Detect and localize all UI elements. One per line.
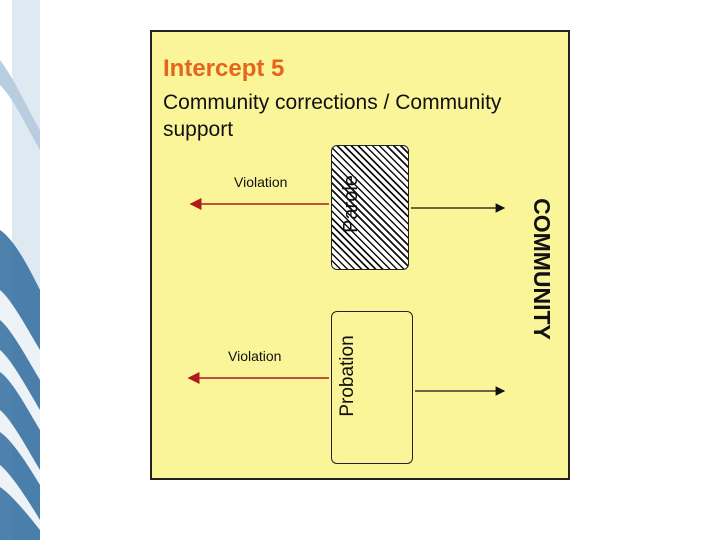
probation-box	[331, 311, 413, 464]
community-label: COMMUNITY	[529, 198, 555, 340]
slide-subtitle: Community corrections / Community suppor…	[163, 91, 502, 141]
probation-label: Probation	[337, 335, 358, 417]
violation-label-top: Violation	[234, 174, 288, 190]
slide-title: Intercept 5	[163, 55, 285, 82]
left-decorative-band	[0, 0, 40, 540]
wave-pattern-graphic	[0, 0, 40, 540]
parole-box	[331, 145, 409, 270]
violation-label-bottom: Violation	[228, 348, 282, 364]
parole-label: Parole	[340, 175, 362, 233]
